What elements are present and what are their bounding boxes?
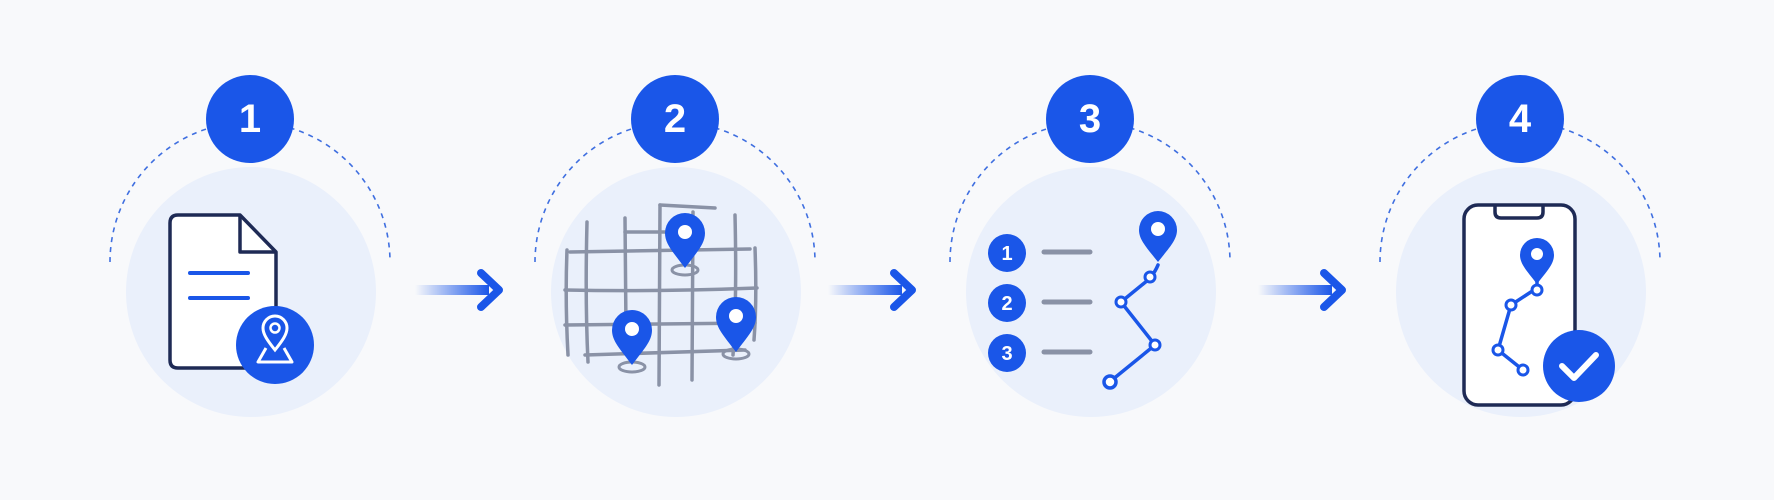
svg-text:3: 3 bbox=[1001, 343, 1012, 365]
dashed-arc bbox=[109, 121, 391, 263]
dashed-arc bbox=[1379, 121, 1661, 263]
flow-arrow-2 bbox=[828, 269, 916, 311]
phone-route-check-icon bbox=[1462, 203, 1615, 407]
step-number-badge: 2 bbox=[631, 75, 719, 163]
flow-arrow-3 bbox=[1258, 269, 1346, 311]
ordered-route-icon: 1 2 3 bbox=[988, 211, 1177, 390]
step-1: 1 bbox=[100, 0, 400, 500]
svg-text:1: 1 bbox=[1001, 243, 1012, 265]
svg-text:2: 2 bbox=[1001, 293, 1012, 315]
step-number-badge: 3 bbox=[1046, 75, 1134, 163]
dashed-arc bbox=[534, 121, 816, 263]
step-4: 4 bbox=[1370, 0, 1670, 500]
map-pins-icon bbox=[563, 203, 759, 387]
step-number-badge: 1 bbox=[206, 75, 294, 163]
document-location-icon bbox=[168, 213, 314, 384]
step-3: 3 1 2 3 bbox=[940, 0, 1240, 500]
dashed-arc bbox=[949, 121, 1231, 263]
step-number-badge: 4 bbox=[1476, 75, 1564, 163]
step-2: 2 bbox=[525, 0, 825, 500]
flow-arrow-1 bbox=[415, 269, 503, 311]
